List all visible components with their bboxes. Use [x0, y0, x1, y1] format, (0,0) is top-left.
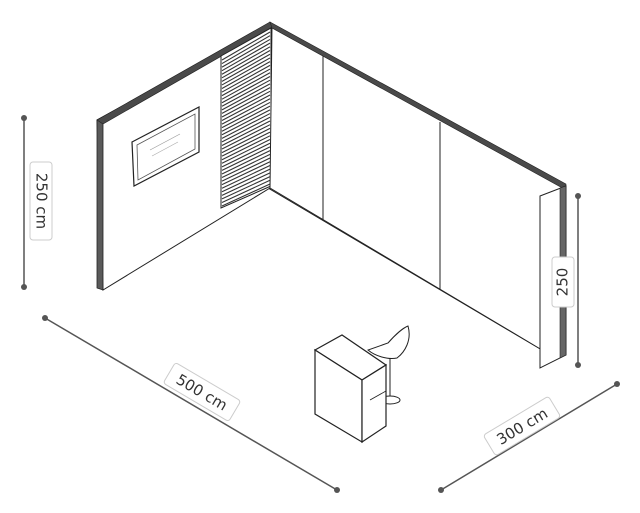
dimension-height-left: 250 cm	[21, 115, 53, 290]
slat-line	[221, 142, 271, 168]
slat-line	[221, 157, 271, 182]
wall-monitor	[131, 106, 200, 187]
slat-line	[221, 83, 271, 111]
slat-line	[221, 168, 271, 193]
slat-line	[221, 146, 271, 171]
dimension-width: 500 cm	[42, 315, 340, 493]
slat-line	[221, 76, 271, 104]
slat-line	[221, 176, 271, 200]
height-right-label: 250	[554, 268, 572, 297]
slat-line	[221, 64, 271, 93]
slat-line	[221, 98, 271, 125]
slat-line	[221, 31, 271, 61]
slat-line	[221, 139, 271, 164]
slat-line	[221, 135, 271, 161]
slat-line	[221, 183, 271, 207]
reception-counter	[313, 334, 388, 444]
slat-line	[221, 179, 271, 203]
slat-line	[221, 61, 271, 89]
slat-line	[221, 94, 271, 122]
slat-line	[221, 57, 271, 86]
slat-line	[221, 105, 271, 132]
slat-line	[221, 113, 271, 139]
slat-wall	[220, 27, 272, 209]
slat-line	[221, 79, 271, 107]
slat-line	[221, 153, 271, 179]
slat-line	[221, 124, 271, 150]
slat-line	[221, 46, 271, 75]
slat-line	[221, 101, 271, 129]
slat-line	[221, 127, 271, 154]
slat-line	[221, 120, 271, 146]
slat-line	[221, 38, 271, 68]
slat-line	[221, 164, 271, 189]
slat-line	[221, 68, 271, 97]
height-left-label: 250 cm	[33, 173, 51, 229]
slat-line	[221, 109, 271, 136]
slat-line	[221, 35, 271, 65]
slat-line	[221, 131, 271, 157]
slat-line	[221, 42, 271, 72]
slat-line	[221, 150, 271, 175]
slat-line	[221, 90, 271, 118]
slat-line	[221, 116, 271, 143]
slat-line	[221, 87, 271, 114]
back-wall	[269, 21, 567, 351]
dimension-depth: 300 cm	[438, 381, 620, 493]
dimension-height-right: 250	[551, 193, 581, 368]
slat-line	[221, 53, 271, 82]
slat-line	[221, 161, 271, 186]
slat-line	[221, 50, 271, 79]
slat-line	[221, 72, 271, 100]
slat-line	[221, 172, 271, 196]
